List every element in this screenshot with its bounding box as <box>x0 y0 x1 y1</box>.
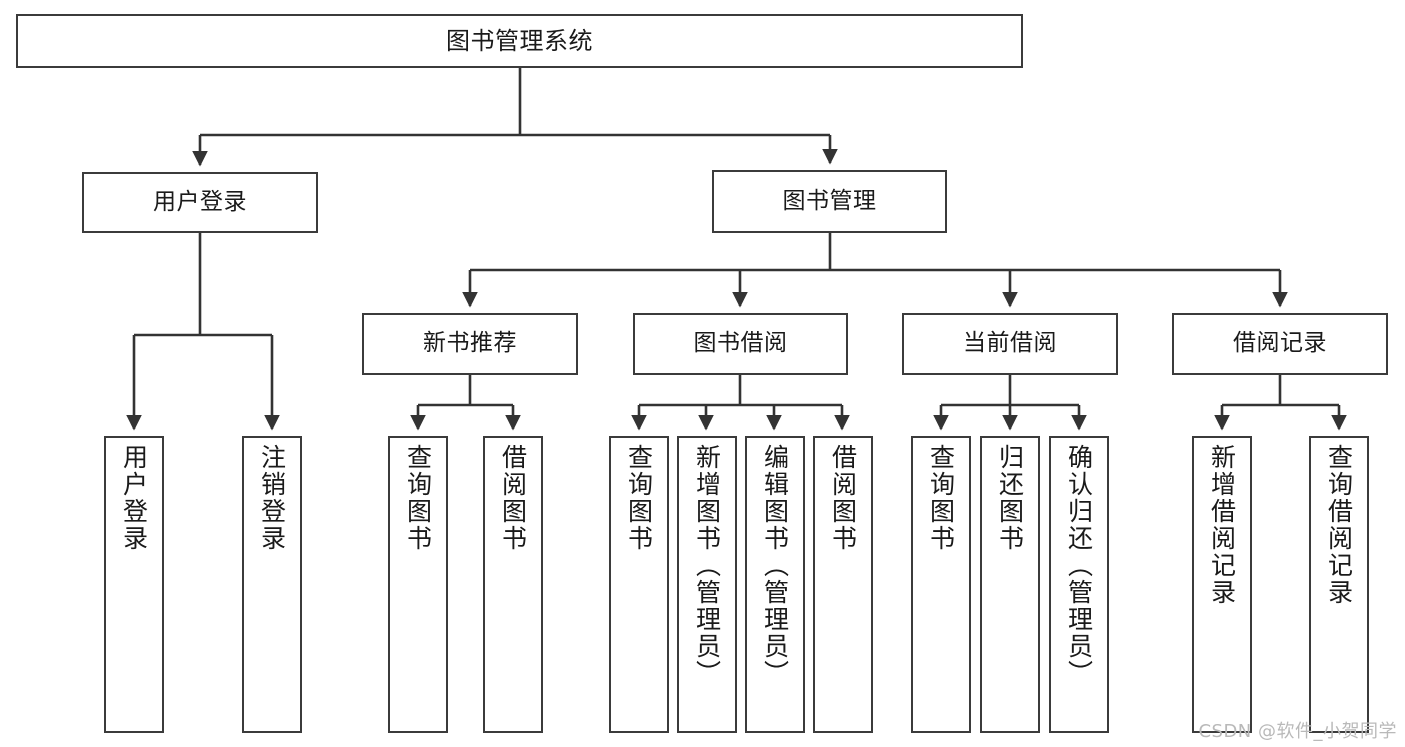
node-borrow-records-label: 借阅记录 <box>1233 330 1327 357</box>
node-user-login[interactable]: 用户登录 <box>82 172 318 233</box>
node-leaf-confirm-return-admin-label: 确认归还（管理员） <box>1064 444 1094 687</box>
node-leaf-user-login[interactable]: 用户登录 <box>104 436 164 733</box>
node-leaf-add-book-admin[interactable]: 新增图书（管理员） <box>677 436 737 733</box>
node-leaf-add-borrow-record-label: 新增借阅记录 <box>1207 444 1237 606</box>
node-leaf-logout[interactable]: 注销登录 <box>242 436 302 733</box>
node-new-book-recommend-label: 新书推荐 <box>423 330 517 357</box>
node-leaf-return-book-label: 归还图书 <box>995 444 1025 552</box>
node-leaf-add-borrow-record[interactable]: 新增借阅记录 <box>1192 436 1252 733</box>
node-leaf-borrow-book-new[interactable]: 借阅图书 <box>483 436 543 733</box>
node-leaf-add-book-admin-label: 新增图书（管理员） <box>692 444 722 687</box>
node-leaf-query-book-current-label: 查询图书 <box>926 444 956 552</box>
node-leaf-borrow-book-label: 借阅图书 <box>828 444 858 552</box>
node-leaf-borrow-book[interactable]: 借阅图书 <box>813 436 873 733</box>
node-leaf-query-borrow-record[interactable]: 查询借阅记录 <box>1309 436 1369 733</box>
node-user-login-label: 用户登录 <box>153 188 247 215</box>
node-leaf-borrow-book-new-label: 借阅图书 <box>498 444 528 552</box>
node-book-management-label: 图书管理 <box>782 187 877 214</box>
node-current-borrow[interactable]: 当前借阅 <box>902 313 1118 375</box>
node-root-system[interactable]: 图书管理系统 <box>16 14 1023 68</box>
node-book-borrow[interactable]: 图书借阅 <box>633 313 848 375</box>
watermark-text: CSDN @软件_小贺同学 <box>1198 721 1397 742</box>
node-leaf-return-book[interactable]: 归还图书 <box>980 436 1040 733</box>
node-current-borrow-label: 当前借阅 <box>963 330 1057 357</box>
node-leaf-query-book-borrow[interactable]: 查询图书 <box>609 436 669 733</box>
node-leaf-confirm-return-admin[interactable]: 确认归还（管理员） <box>1049 436 1109 733</box>
node-book-management[interactable]: 图书管理 <box>712 170 947 233</box>
node-leaf-query-book-new[interactable]: 查询图书 <box>388 436 448 733</box>
node-leaf-logout-label: 注销登录 <box>257 444 287 552</box>
node-leaf-query-borrow-record-label: 查询借阅记录 <box>1324 444 1354 606</box>
node-borrow-records[interactable]: 借阅记录 <box>1172 313 1388 375</box>
node-root-system-label: 图书管理系统 <box>446 26 593 55</box>
node-leaf-query-book-new-label: 查询图书 <box>403 444 433 552</box>
node-leaf-edit-book-admin-label: 编辑图书（管理员） <box>760 444 790 687</box>
node-leaf-user-login-label: 用户登录 <box>119 444 149 552</box>
node-leaf-query-book-current[interactable]: 查询图书 <box>911 436 971 733</box>
node-new-book-recommend[interactable]: 新书推荐 <box>362 313 578 375</box>
node-book-borrow-label: 图书借阅 <box>693 330 788 357</box>
node-leaf-edit-book-admin[interactable]: 编辑图书（管理员） <box>745 436 805 733</box>
node-leaf-query-book-borrow-label: 查询图书 <box>624 444 654 552</box>
